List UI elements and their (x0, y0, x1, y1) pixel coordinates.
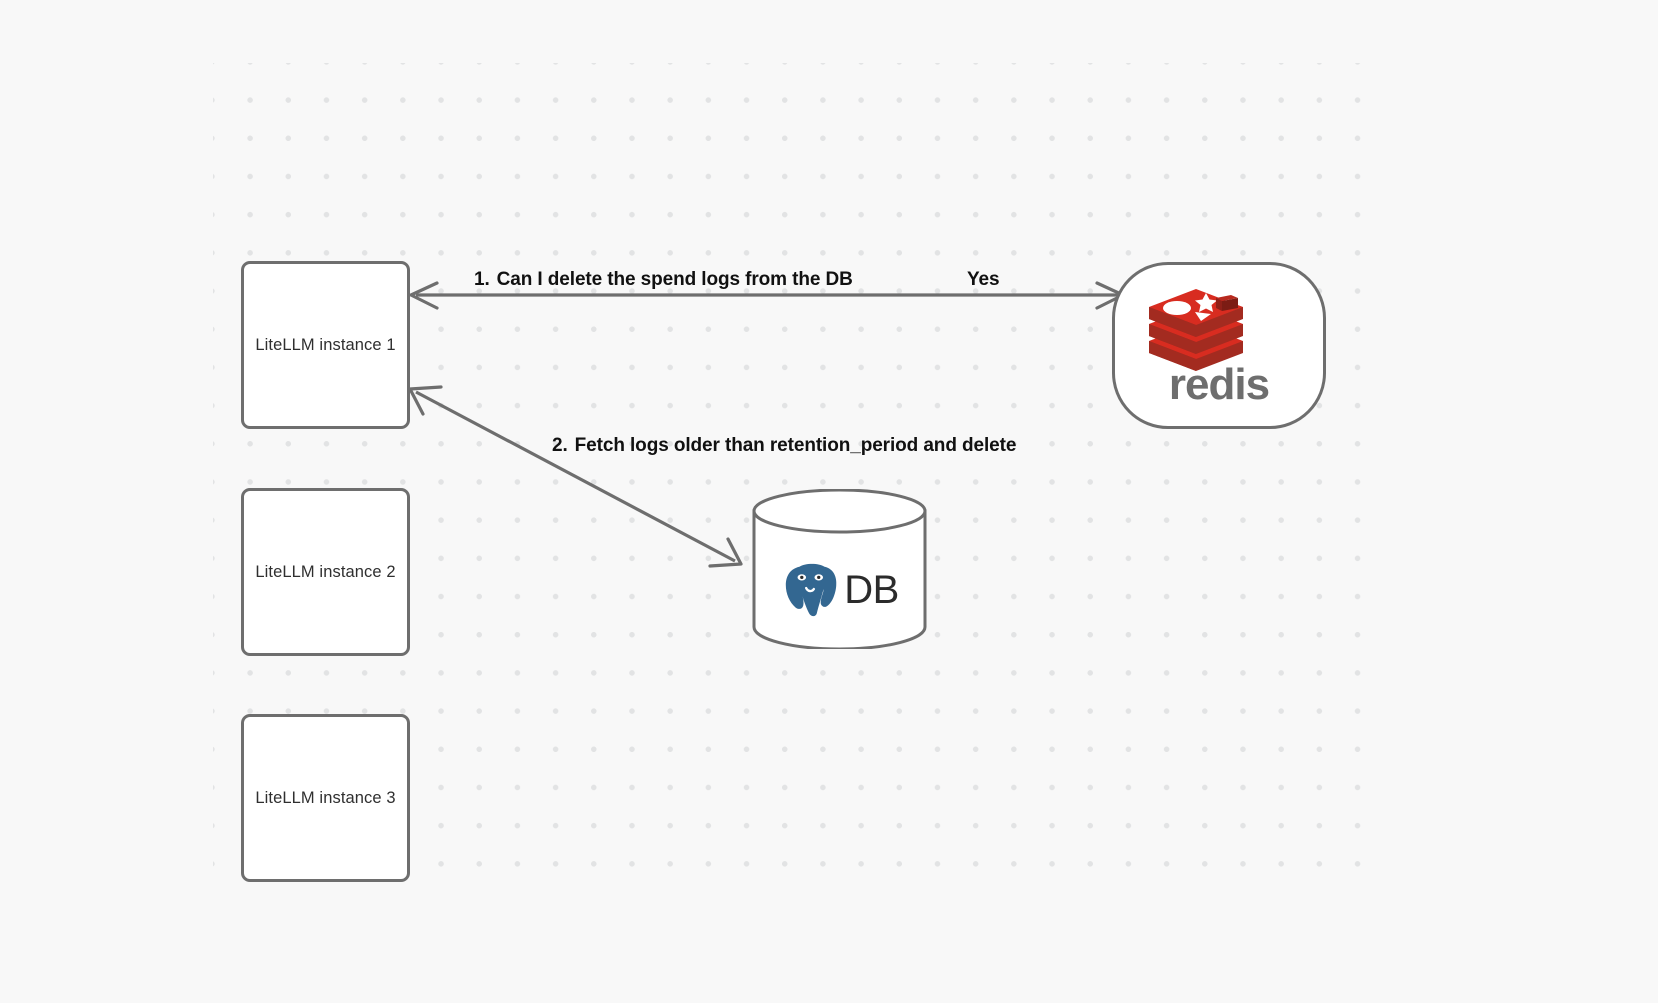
edge-label-step-1-text: Can I delete the spend logs from the DB (496, 269, 853, 290)
redis-logo: redis (1149, 288, 1270, 405)
edge-instance1-database (408, 385, 743, 568)
node-redis[interactable]: redis (1112, 262, 1326, 429)
edge-label-step-1-number: 1. (474, 269, 490, 290)
database-label: DB (844, 568, 899, 612)
edge-label-step-2-text: Fetch logs older than retention_period a… (574, 435, 1017, 456)
node-litellm-instance-3[interactable]: LiteLLM instance 3 (241, 714, 410, 882)
edge-instance1-database-arrowhead-downright (708, 537, 743, 568)
edge-label-step-2-number: 2. (552, 435, 568, 456)
node-litellm-instance-1[interactable]: LiteLLM instance 1 (241, 261, 410, 429)
node-database[interactable]: DB (752, 489, 927, 649)
edge-label-yes: Yes (967, 269, 1000, 290)
edge-instance1-database-arrowhead-upleft (408, 385, 443, 416)
node-litellm-instance-1-label: LiteLLM instance 1 (255, 335, 396, 354)
redis-wordmark: redis (1169, 360, 1269, 405)
database-cylinder-shape (752, 489, 927, 649)
postgresql-elephant-icon (783, 561, 840, 619)
edge-instance1-redis-arrowhead-left (409, 281, 439, 310)
node-litellm-instance-3-label: LiteLLM instance 3 (255, 788, 396, 807)
node-litellm-instance-2-label: LiteLLM instance 2 (255, 562, 396, 581)
edge-label-step-1: 1. Can I delete the spend logs from the D… (474, 269, 853, 291)
node-litellm-instance-2[interactable]: LiteLLM instance 2 (241, 488, 410, 656)
edge-label-step-2: 2. Fetch logs older than retention_period… (552, 435, 1016, 457)
redis-stack-icon (1149, 288, 1243, 371)
edge-instance1-database-line (415, 390, 736, 563)
